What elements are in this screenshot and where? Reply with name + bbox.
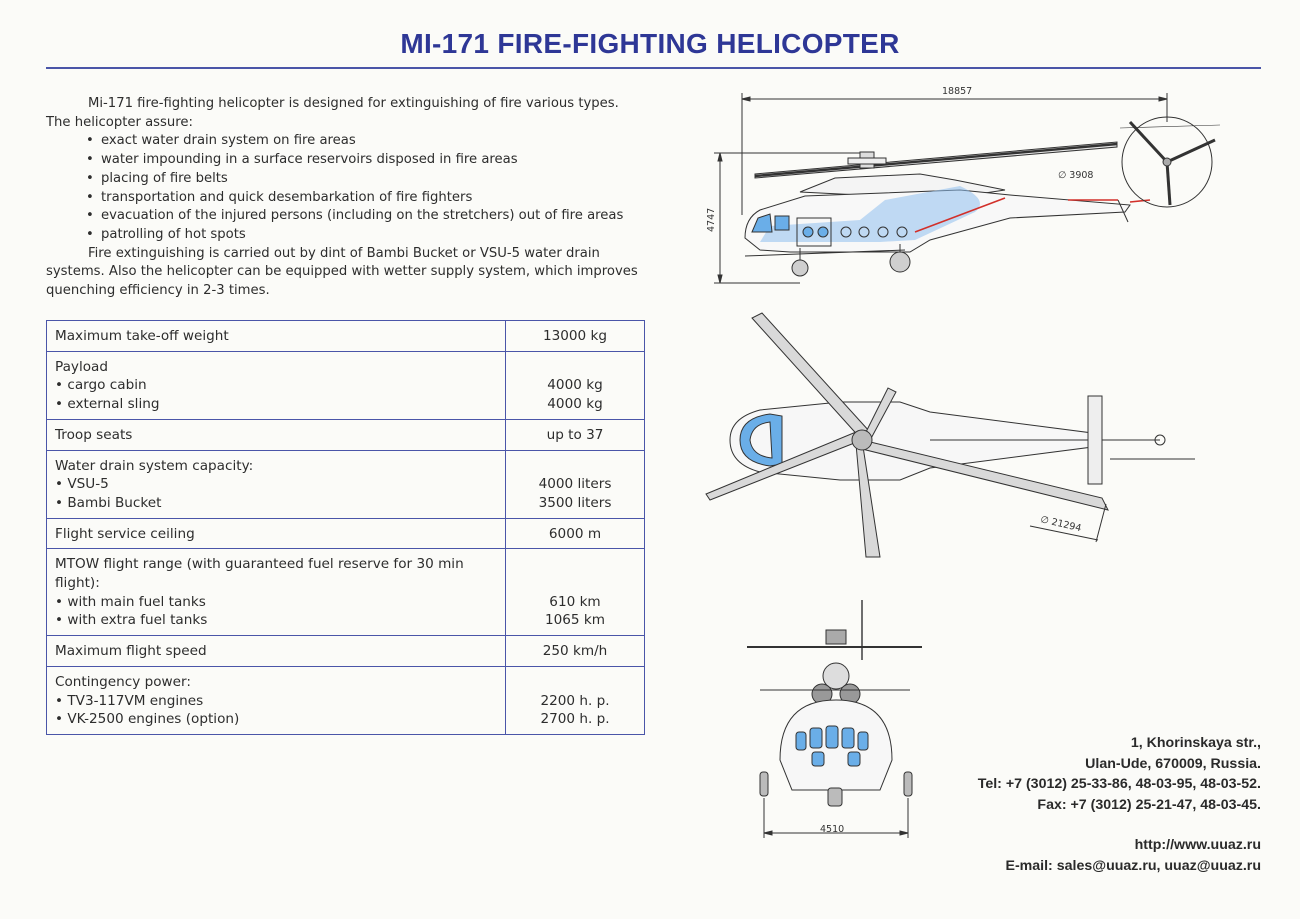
spec-value: 4000 kg 4000 kg bbox=[505, 350, 645, 420]
spec-value-line: 4000 kg bbox=[547, 377, 603, 394]
height-dimension-label: 4747 bbox=[706, 208, 717, 232]
spec-label: Contingency power: • TV3-117VM engines •… bbox=[46, 665, 506, 735]
table-row: Troop seats up to 37 bbox=[46, 418, 645, 451]
spacer bbox=[978, 815, 1261, 835]
spec-value: 6000 m bbox=[505, 517, 645, 550]
spec-label-line: Maximum take-off weight bbox=[55, 328, 229, 344]
spec-label-line: Maximum flight speed bbox=[55, 643, 207, 660]
table-row: Flight service ceiling 6000 m bbox=[46, 517, 645, 550]
spec-value: 2200 h. p. 2700 h. p. bbox=[505, 665, 645, 735]
list-item: transportation and quick desembarkation … bbox=[86, 189, 646, 208]
tail-rotor-diameter-label: ∅ 3908 bbox=[1058, 170, 1093, 181]
spec-label-line: • TV3-117VM engines bbox=[55, 692, 204, 709]
title-divider bbox=[46, 67, 1261, 69]
spec-value-line: 1065 km bbox=[544, 612, 606, 629]
spec-label-line: • with main fuel tanks bbox=[55, 593, 206, 610]
list-item: water impounding in a surface reservoirs… bbox=[86, 151, 646, 170]
spec-label: Maximum flight speed bbox=[46, 635, 506, 667]
spec-value-line: 250 km/h bbox=[542, 643, 608, 660]
spec-value-line: 4000 kg bbox=[547, 396, 603, 413]
spec-label: MTOW flight range (with guaranteed fuel … bbox=[46, 548, 506, 637]
spec-label-line: MTOW flight range (with guaranteed fuel … bbox=[55, 556, 464, 592]
address-line: 1, Khorinskaya str., bbox=[1130, 735, 1261, 751]
side-view-drawing bbox=[714, 93, 1221, 284]
spec-label: Flight service ceiling bbox=[46, 517, 506, 550]
table-row: Payload • cargo cabin • external sling 4… bbox=[46, 350, 645, 420]
spec-label-line: • with extra fuel tanks bbox=[55, 612, 208, 629]
extinguishing-paragraph: Fire extinguishing is carried out by din… bbox=[46, 245, 638, 299]
page-title: MI-171 FIRE-FIGHTING HELICOPTER bbox=[400, 28, 900, 59]
spec-value-line: 6000 m bbox=[548, 525, 602, 542]
spec-label: Water drain system capacity: • VSU-5 • B… bbox=[46, 449, 506, 519]
contact-block: 1, Khorinskaya str., Ulan-Ude, 670009, R… bbox=[978, 733, 1261, 877]
length-dimension-label: 18857 bbox=[942, 86, 972, 97]
front-view-drawing bbox=[747, 600, 922, 838]
list-item: evacuation of the injured persons (inclu… bbox=[86, 207, 646, 226]
fax-line: Fax: +7 (3012) 25-21-47, 48-03-45. bbox=[1037, 796, 1261, 813]
list-item: placing of fire belts bbox=[86, 170, 646, 189]
width-dimension-label: 4510 bbox=[820, 824, 844, 835]
spec-label-line: • Bambi Bucket bbox=[55, 494, 162, 511]
spec-label-line: • cargo cabin bbox=[55, 377, 147, 394]
table-row: MTOW flight range (with guaranteed fuel … bbox=[46, 548, 645, 637]
main-rotor-diameter-label: ∅ 21294 bbox=[1039, 514, 1082, 534]
spec-label-line: Water drain system capacity: bbox=[55, 457, 254, 474]
spec-label-line: • VSU-5 bbox=[55, 476, 109, 493]
spec-value-line: 2700 h. p. bbox=[540, 711, 610, 728]
intro-text: Mi-171 fire-fighting helicopter is desig… bbox=[46, 95, 646, 301]
intro-paragraph: Mi-171 fire-fighting helicopter is desig… bbox=[46, 96, 619, 130]
list-item: exact water drain system on fire areas bbox=[86, 132, 646, 151]
phone-line: Tel: +7 (3012) 25-33-86, 48-03-95, 48-03… bbox=[977, 776, 1261, 793]
spec-value-line: 610 km bbox=[549, 593, 601, 610]
spec-label-line: Payload bbox=[55, 358, 109, 375]
spec-value: 610 km 1065 km bbox=[505, 548, 645, 637]
website-link[interactable]: http://www.uuaz.ru bbox=[1134, 837, 1261, 854]
spec-label-line: Flight service ceiling bbox=[55, 525, 195, 542]
list-item: patrolling of hot spots bbox=[86, 226, 646, 245]
address-line: Ulan-Ude, 670009, Russia. bbox=[1085, 755, 1261, 772]
spec-value-line: 3500 liters bbox=[538, 494, 612, 511]
spec-value-line: 13000 kg bbox=[542, 328, 608, 344]
spec-label-line: • VK-2500 engines (option) bbox=[55, 711, 240, 728]
spec-label-line: Contingency power: bbox=[55, 673, 191, 690]
capability-list: exact water drain system on fire areas w… bbox=[46, 132, 646, 244]
table-row: Contingency power: • TV3-117VM engines •… bbox=[46, 665, 645, 735]
spec-value-line: up to 37 bbox=[546, 426, 604, 443]
spec-label-line: Troop seats bbox=[55, 426, 133, 443]
email-line[interactable]: E-mail: sales@uuaz.ru, uuaz@uuaz.ru bbox=[1005, 857, 1261, 874]
table-row: Water drain system capacity: • VSU-5 • B… bbox=[46, 449, 645, 519]
specifications-table: Maximum take-off weight 13000 kg Payload… bbox=[46, 320, 645, 735]
spec-label: Payload • cargo cabin • external sling bbox=[46, 350, 506, 420]
spec-label-line: • external sling bbox=[55, 396, 160, 413]
top-view-drawing bbox=[705, 312, 1195, 558]
spec-value-line: 4000 liters bbox=[538, 476, 612, 493]
spec-value: 4000 liters 3500 liters bbox=[505, 449, 645, 519]
spec-value-line: 2200 h. p. bbox=[540, 692, 610, 709]
